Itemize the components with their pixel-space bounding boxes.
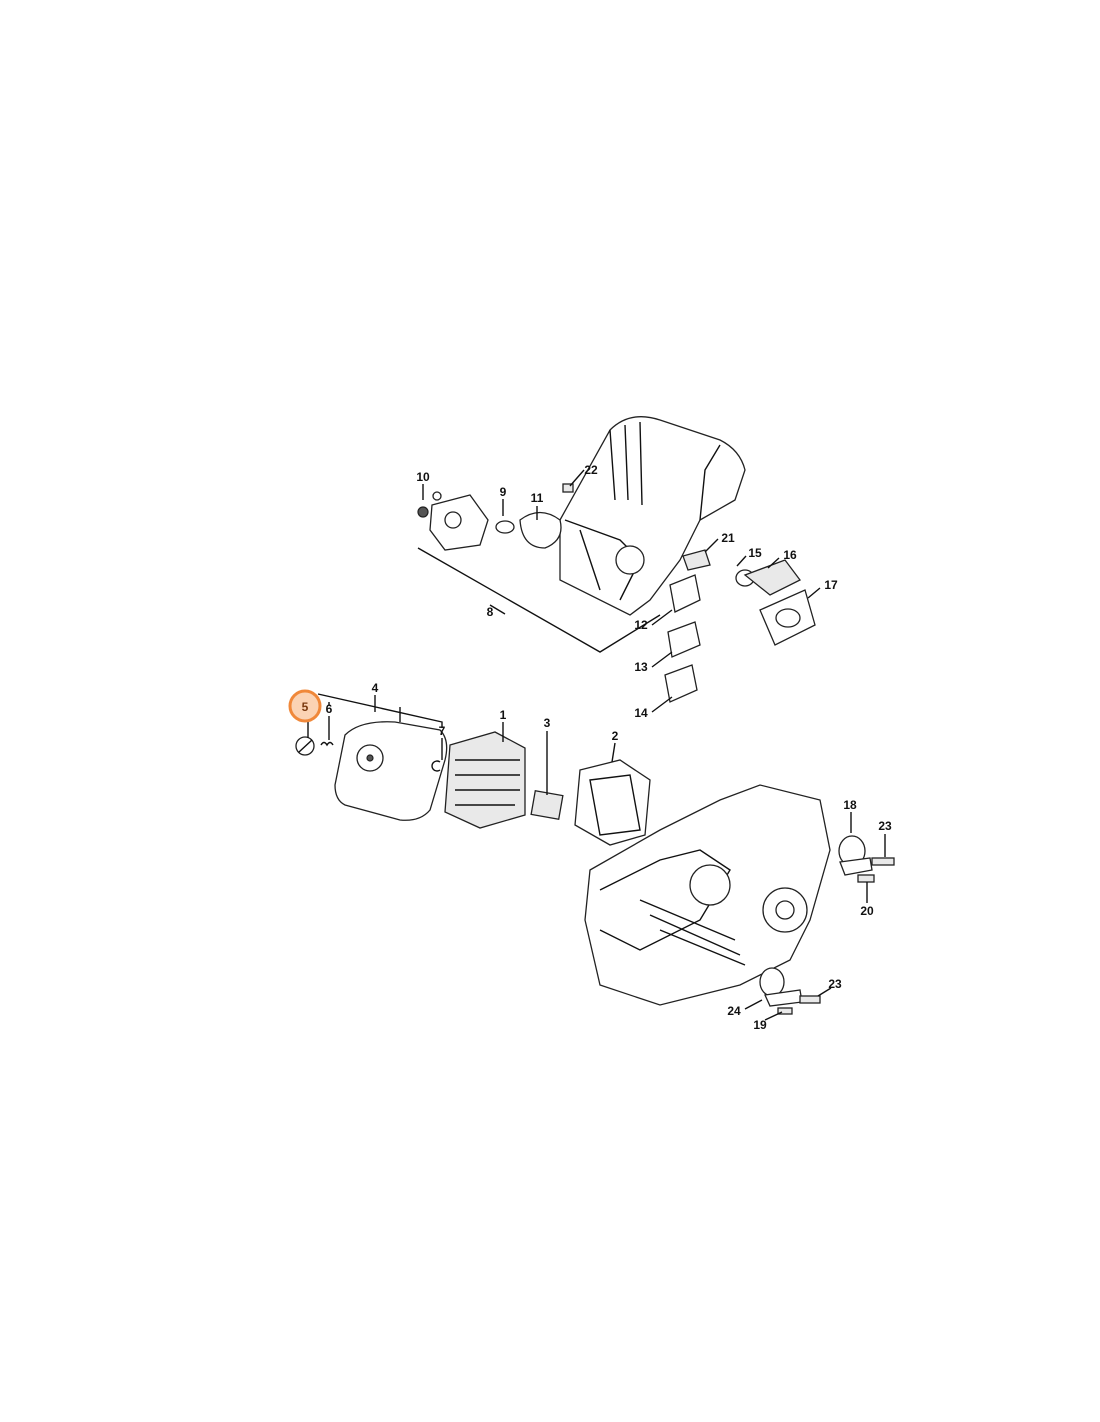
label-21[interactable]: 21	[721, 531, 735, 545]
label-6[interactable]: 6	[326, 702, 333, 716]
label-16[interactable]: 16	[783, 548, 797, 562]
label-4[interactable]: 4	[372, 681, 379, 695]
label-3[interactable]: 3	[544, 716, 551, 730]
label-5[interactable]: 5	[302, 700, 309, 714]
air-filter-1	[444, 731, 526, 829]
label-7[interactable]: 7	[439, 724, 446, 738]
av-elements	[664, 549, 816, 703]
leader-lines	[307, 469, 886, 1021]
av-mounts-lower	[759, 835, 895, 1015]
handle-frame	[559, 416, 746, 616]
label-24[interactable]: 24	[727, 1004, 741, 1018]
label-15[interactable]: 15	[748, 546, 762, 560]
gasket-11	[519, 511, 562, 549]
highlight-circle-part-5[interactable]	[288, 689, 322, 723]
label-12[interactable]: 12	[634, 618, 648, 632]
label-23-lower[interactable]: 23	[828, 977, 842, 991]
part-labels: 1 2 3 4 5 6 7 8 9 10 11 12 13 14 15 16 1…	[302, 463, 892, 1032]
label-8[interactable]: 8	[487, 605, 494, 619]
label-19[interactable]: 19	[753, 1018, 767, 1032]
label-11[interactable]: 11	[531, 491, 544, 505]
label-10[interactable]: 10	[416, 470, 430, 484]
label-22[interactable]: 22	[584, 463, 598, 477]
carburetor	[417, 491, 515, 551]
engine-crankcase	[584, 784, 831, 1006]
label-14[interactable]: 14	[634, 706, 648, 720]
label-2[interactable]: 2	[612, 729, 619, 743]
label-18[interactable]: 18	[843, 798, 857, 812]
filter-cover	[295, 721, 448, 821]
foam-3	[530, 789, 564, 821]
label-23-upper[interactable]: 23	[878, 819, 892, 833]
label-13[interactable]: 13	[634, 660, 648, 674]
label-20[interactable]: 20	[860, 904, 874, 918]
label-9[interactable]: 9	[500, 485, 507, 499]
filter-base-2	[574, 759, 651, 846]
label-17[interactable]: 17	[824, 578, 838, 592]
screw-22	[562, 483, 574, 493]
label-1[interactable]: 1	[500, 708, 507, 722]
